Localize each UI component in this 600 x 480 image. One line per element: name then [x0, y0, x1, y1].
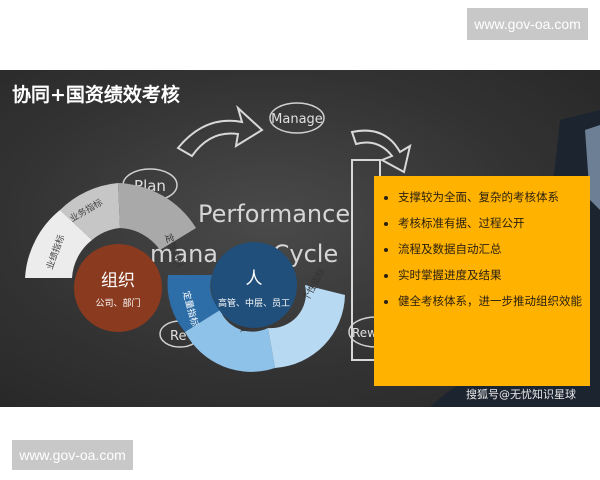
performance-text: Performance: [198, 200, 350, 228]
manage-arrow-right: [350, 129, 412, 174]
org-circle: [74, 244, 162, 332]
org-title: 组织: [101, 271, 135, 291]
bullet-icon: [384, 299, 388, 304]
arc-segment-blue-2: [185, 310, 275, 372]
slide-image: Manage Plan Re Reward Performance mana e…: [0, 70, 600, 407]
list-item: 支撑较为全面、复杂的考核体系: [384, 184, 590, 210]
arc-segment-gray-2: [60, 183, 120, 240]
slide-title: 协同+国资绩效考核: [12, 84, 180, 106]
arc-segment-blue-3: [268, 285, 345, 368]
bullet-icon: [384, 247, 388, 252]
watermark-bottom: www.gov-oa.com: [12, 440, 133, 470]
person-title: 人: [246, 269, 263, 289]
source-credit: 搜狐号@无忧知识星球: [466, 388, 576, 401]
manage-arrow-left: [176, 104, 264, 158]
list-item: 健全考核体系，进一步推动组织效能: [384, 288, 590, 314]
list-item: 考核标准有据、过程公开: [384, 210, 590, 236]
org-subtitle: 公司、部门: [95, 297, 140, 309]
list-item: 实时掌握进度及结果: [384, 262, 590, 288]
bullet-icon: [384, 273, 388, 278]
benefits-panel: 支撑较为全面、复杂的考核体系 考核标准有据、过程公开 流程及数据自动汇总 实时掌…: [374, 176, 590, 386]
presenter-shirt: [585, 125, 600, 210]
benefits-list: 支撑较为全面、复杂的考核体系 考核标准有据、过程公开 流程及数据自动汇总 实时掌…: [374, 176, 590, 314]
person-circle: [211, 242, 297, 328]
review-label: Re: [170, 329, 186, 344]
bullet-icon: [384, 195, 388, 200]
manage-label: Manage: [271, 112, 323, 127]
list-item: 流程及数据自动汇总: [384, 236, 590, 262]
arc-segment-blue-1: [167, 275, 220, 332]
person-subtitle: 高管、中层、员工: [218, 297, 290, 309]
watermark-top: www.gov-oa.com: [467, 8, 588, 40]
manage-bubble: [269, 102, 325, 134]
bullet-icon: [384, 221, 388, 226]
arc-segment-gray-3: [118, 183, 196, 250]
arc-segment-gray-1: [25, 210, 92, 278]
